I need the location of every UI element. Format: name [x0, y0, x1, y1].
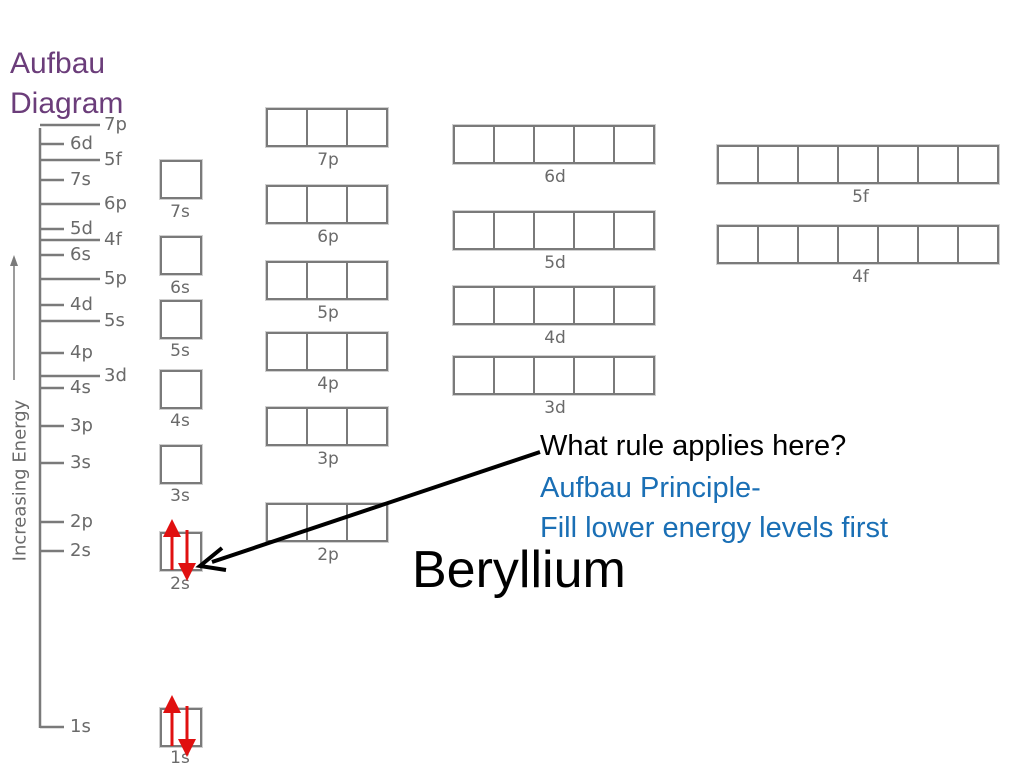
answer-description: Fill lower energy levels first	[540, 512, 889, 544]
level-label: 5s	[104, 310, 125, 331]
orbital-3d	[453, 356, 655, 395]
orbital-label: 4f	[852, 267, 869, 287]
orbital-5f	[717, 145, 999, 184]
level-label: 1s	[70, 716, 91, 737]
orbital-5s	[160, 300, 202, 339]
orbital-label: 4s	[170, 411, 190, 431]
orbital-label: 5f	[852, 187, 869, 207]
orbital-5d	[453, 211, 655, 250]
orbital-label: 7s	[170, 202, 190, 222]
level-label: 6s	[70, 244, 91, 265]
level-label: 4p	[70, 342, 93, 363]
element-name: Beryllium	[412, 541, 626, 599]
orbital-6p	[266, 185, 388, 224]
pointer-arrow	[195, 450, 541, 572]
orbital-3s	[160, 445, 202, 484]
orbital-label: 3s	[170, 486, 190, 506]
orbital-label: 3p	[317, 449, 339, 469]
orbital-label: 5p	[317, 303, 339, 323]
orbital-label: 3d	[544, 398, 566, 418]
level-label: 4f	[104, 229, 122, 250]
orbital-label: 6s	[170, 278, 190, 298]
level-label: 2s	[70, 540, 91, 561]
answer-principle: Aufbau Principle-	[540, 472, 761, 504]
orbital-label: 7p	[317, 150, 339, 170]
level-label: 5p	[104, 268, 127, 289]
level-label: 4d	[70, 294, 93, 315]
level-label: 6p	[104, 193, 127, 214]
orbital-5p	[266, 261, 388, 300]
orbital-6s	[160, 236, 202, 275]
orbital-6d	[453, 125, 655, 164]
level-label: 3d	[104, 365, 127, 386]
level-label: 6d	[70, 133, 93, 154]
orbital-7s	[160, 160, 202, 199]
orbital-4d	[453, 286, 655, 325]
level-label: 3p	[70, 415, 93, 436]
level-label: 3s	[70, 452, 91, 473]
orbital-label: 5s	[170, 341, 190, 361]
orbital-4p	[266, 332, 388, 371]
orbital-3p	[266, 407, 388, 446]
level-label: 5f	[104, 149, 122, 170]
level-label: 2p	[70, 511, 93, 532]
level-label: 7p	[104, 114, 127, 135]
orbital-label: 4p	[317, 374, 339, 394]
electron-pair-2s	[163, 519, 196, 581]
level-label: 4s	[70, 377, 91, 398]
orbital-4s	[160, 370, 202, 409]
question-text: What rule applies here?	[540, 430, 847, 462]
orbital-label: 6p	[317, 227, 339, 247]
orbital-label: 6d	[544, 167, 566, 187]
slide-title: Aufbau Diagram	[10, 47, 124, 120]
orbital-label: 5d	[544, 253, 566, 273]
orbital-7p	[266, 108, 388, 147]
orbital-label: 2p	[317, 545, 339, 565]
electron-pair-1s	[163, 695, 196, 757]
orbital-label: 4d	[544, 328, 566, 348]
level-label: 7s	[70, 169, 91, 190]
level-label: 5d	[70, 218, 93, 239]
orbital-4f	[717, 225, 999, 264]
